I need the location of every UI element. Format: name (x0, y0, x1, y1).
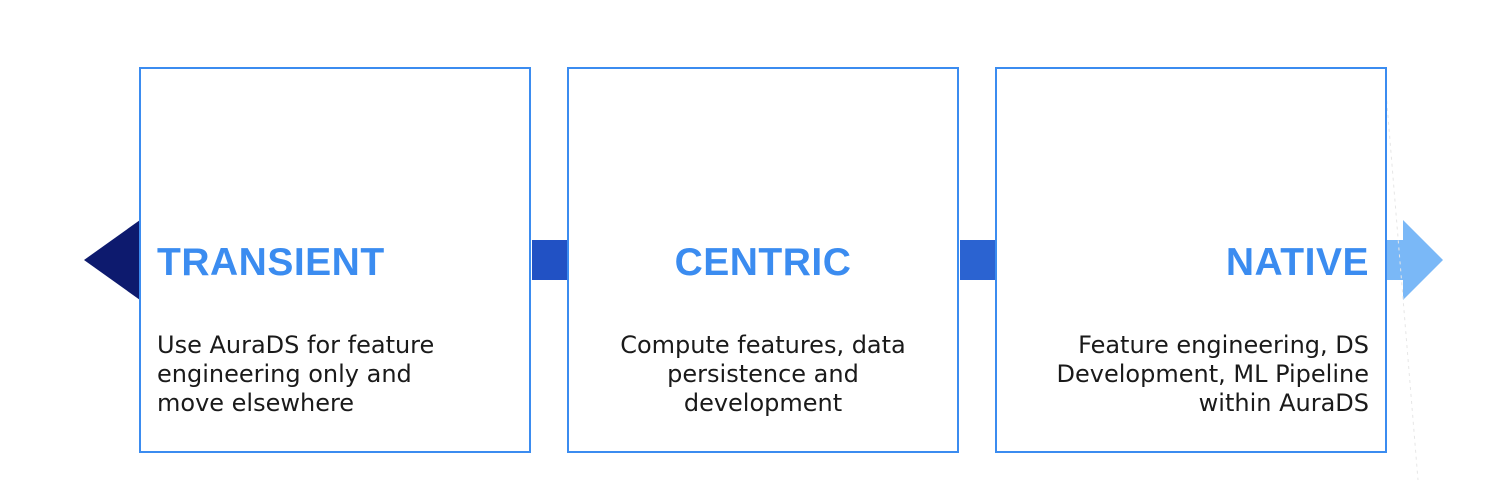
stage-box-centric: CENTRIC Compute features, data persisten… (567, 67, 959, 453)
stage-description-line: Compute features, data (620, 331, 906, 359)
stage-description-native: Feature engineering, DS Development, ML … (1057, 331, 1369, 418)
stage-description-line: development (683, 389, 843, 417)
stage-box-native: NATIVE Feature engineering, DS Developme… (995, 67, 1387, 453)
connector-2 (960, 240, 996, 280)
stage-description-line: Development, ML Pipeline (1056, 360, 1369, 388)
stage-title-transient: TRANSIENT (157, 241, 385, 284)
stage-description-line: engineering only and (157, 360, 412, 388)
stage-description-line: within AuraDS (1198, 389, 1369, 417)
stage-description-transient: Use AuraDS for feature engineering only … (157, 331, 434, 418)
stage-title-centric: CENTRIC (674, 241, 852, 284)
stage-description-line: Feature engineering, DS (1078, 331, 1369, 359)
stage-title-native: NATIVE (1225, 241, 1369, 284)
stage-description-centric: Compute features, data persistence and d… (569, 331, 957, 418)
stage-box-transient: TRANSIENT Use AuraDS for feature enginee… (139, 67, 531, 453)
stage-description-line: Use AuraDS for feature (157, 331, 435, 359)
connector-1 (532, 240, 568, 280)
stage-description-line: move elsewhere (157, 389, 355, 417)
arrow-right-head (1403, 220, 1443, 300)
stage-description-line: persistence and (667, 360, 859, 388)
